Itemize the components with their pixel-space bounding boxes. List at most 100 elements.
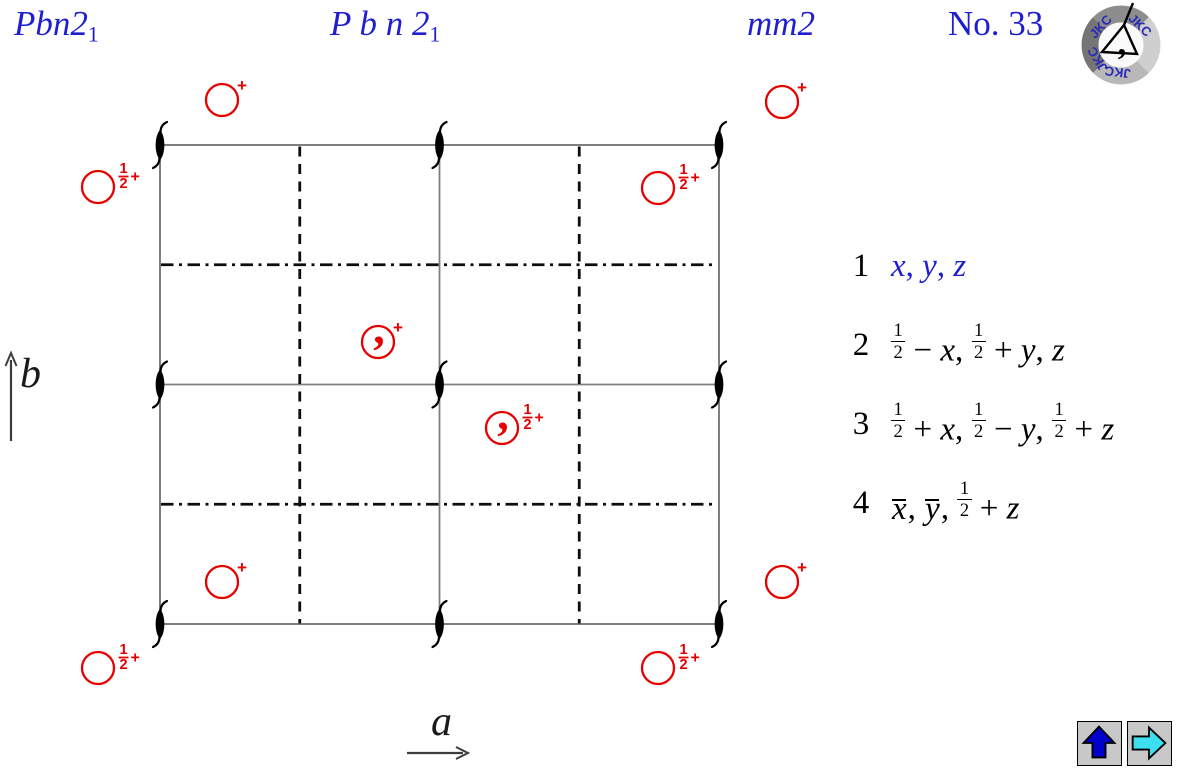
coord-token: y (1020, 411, 1036, 448)
height-label-fraction-den: 2 (679, 177, 687, 193)
height-label-fraction-den: 2 (679, 657, 687, 673)
atom-position: + (204, 558, 247, 600)
b-axis-arrow (4, 350, 18, 441)
atom-position: + (764, 78, 807, 120)
axis-label-a: a (431, 699, 452, 745)
coord-token: , (936, 247, 954, 284)
screw-axis-symbol (431, 599, 448, 649)
coord-token: , (955, 411, 972, 448)
atom-position: + (764, 558, 807, 600)
coord-token: x (940, 332, 956, 369)
atom-position: 12+ (640, 642, 700, 686)
logo-text-s: JKC (1103, 63, 1131, 81)
coord-token: z (1101, 411, 1115, 448)
nav-up-button[interactable] (1077, 721, 1122, 766)
height-label-fraction-num: 1 (119, 642, 127, 658)
coord-token: , (905, 247, 923, 284)
axis-label-b: b (20, 351, 41, 397)
space-group-symbol-spaced: P b n 21 (330, 4, 440, 48)
coord-token: + (1066, 411, 1102, 448)
position-index: 1 (852, 247, 870, 284)
coord-token: z (1006, 490, 1020, 527)
coord-token: + (971, 490, 1007, 527)
symbol-subscript: 1 (429, 22, 441, 47)
symbol-main: P b n 2 (330, 4, 430, 43)
height-label-fraction-den: 2 (119, 176, 127, 192)
screw-axis-symbol (151, 120, 169, 170)
atom-position: + (204, 76, 247, 118)
height-label-plus: + (237, 558, 247, 577)
jkc-logo[interactable]: JKC JKC JKC JKC , (1078, 2, 1164, 88)
coord-token: z (953, 247, 967, 284)
height-label-fraction-den: 2 (523, 417, 531, 433)
comma-icon: , (373, 302, 385, 353)
height-label-plus: + (131, 650, 140, 667)
position-index: 3 (852, 405, 870, 442)
screw-axis-symbol (151, 599, 169, 649)
coord-token: + (905, 411, 941, 448)
position-index: 4 (852, 484, 870, 521)
comma-icon: , (1118, 25, 1127, 62)
coord-token: − (985, 411, 1021, 448)
position-index: 2 (852, 326, 870, 363)
space-group-number: No. 33 (948, 4, 1043, 44)
height-label-fraction-den: 2 (119, 657, 127, 673)
up-arrow-icon (1081, 725, 1117, 759)
coord-token: , (1035, 411, 1053, 448)
screw-axis-symbol (431, 360, 448, 409)
coord-token: y (925, 490, 940, 527)
a-axis-arrow (407, 746, 471, 760)
height-label-plus: + (797, 558, 807, 577)
screw-axis-symbol (710, 599, 728, 649)
point-group-text: mm2 (747, 4, 816, 43)
coord-token: x (940, 411, 956, 448)
nav-next-button[interactable] (1127, 721, 1172, 766)
coord-token: y (922, 247, 937, 284)
logo-center-disc (1098, 22, 1144, 68)
coord-token: , (1035, 332, 1053, 369)
coord-token: − (905, 332, 941, 369)
height-label-plus: + (535, 410, 544, 427)
atom-position-enantiomorph: , 12+ (484, 388, 544, 446)
screw-axis-symbol (431, 120, 448, 170)
atom-position: 12+ (80, 642, 140, 686)
number-text: No. 33 (948, 4, 1044, 43)
atom-position: 12+ (80, 161, 140, 205)
logo-triangle (1099, 22, 1139, 56)
height-label-plus: + (797, 78, 807, 97)
coord-token: y (1020, 332, 1036, 369)
comma-icon: , (497, 388, 509, 439)
height-label-plus: + (237, 76, 247, 95)
height-label-plus: + (691, 650, 700, 667)
height-label-fraction-num: 1 (119, 161, 127, 177)
height-label-fraction-num: 1 (679, 642, 687, 658)
coord-token: , (907, 490, 925, 527)
coord-token: x (891, 490, 907, 527)
atom-position: 12+ (640, 162, 700, 206)
coord-token: z (1052, 332, 1065, 369)
symbol-main: Pbn2 (14, 4, 88, 43)
height-label-plus: + (691, 170, 700, 187)
coord-token: x (891, 247, 906, 284)
height-label-fraction-num: 1 (523, 402, 531, 418)
logo-ring (1081, 5, 1161, 85)
position-coordinates: x, y, z (891, 248, 966, 285)
symbol-subscript: 1 (87, 22, 99, 47)
logo-triangle-tail (1122, 2, 1135, 26)
height-label-fraction-num: 1 (679, 162, 687, 178)
space-group-symbol-short: Pbn21 (14, 4, 99, 48)
atom-position-enantiomorph: ,+ (360, 302, 403, 360)
